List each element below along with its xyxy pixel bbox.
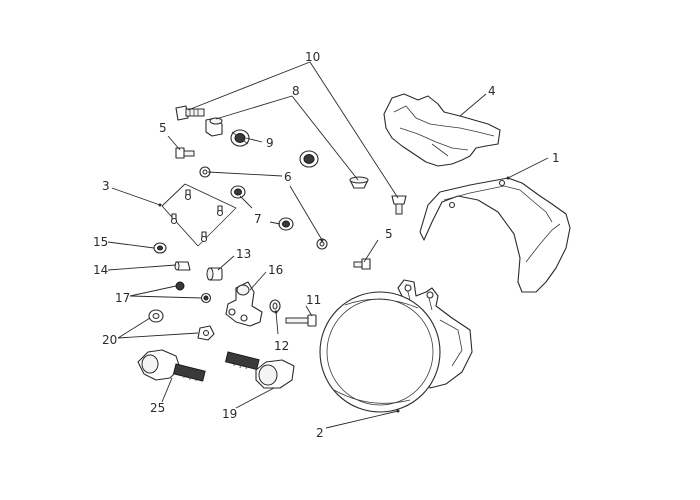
callout-2: 2 — [316, 426, 324, 440]
callout-13: 13 — [236, 247, 251, 261]
callout-25: 25 — [150, 401, 165, 415]
nut-17a — [175, 281, 185, 291]
pin-14 — [174, 261, 191, 271]
callout-19: 19 — [222, 407, 237, 421]
screw-5a — [175, 147, 195, 159]
bushing-13 — [206, 267, 223, 281]
callout-14: 14 — [93, 263, 108, 277]
turn-signal-25 — [137, 349, 206, 382]
washer-6b — [316, 238, 328, 250]
callout-7: 7 — [254, 212, 262, 226]
kit-pin — [216, 205, 224, 217]
callout-4: 4 — [488, 84, 496, 98]
callout-15: 15 — [93, 235, 108, 249]
callout-17: 17 — [115, 291, 130, 305]
callout-20: 20 — [102, 333, 117, 347]
visor-cover — [419, 177, 571, 293]
nut-20a — [148, 309, 164, 323]
screw-10 — [391, 195, 407, 215]
callout-6: 6 — [284, 170, 292, 184]
callout-3: 3 — [102, 179, 110, 193]
upper-bracket — [383, 93, 501, 167]
callout-10: 10 — [305, 50, 320, 64]
callout-1: 1 — [552, 151, 560, 165]
nut-17b — [200, 292, 212, 304]
grommet-9b — [299, 150, 319, 168]
leader-dots — [158, 176, 510, 413]
callout-11: 11 — [306, 293, 321, 307]
fastener-kit-3 — [161, 183, 237, 247]
callout-5-lower: 5 — [385, 227, 393, 241]
grommet-9a — [230, 129, 250, 147]
nut-15 — [153, 242, 167, 254]
spacer-8 — [205, 117, 223, 137]
screw-5b — [353, 258, 371, 270]
kit-pin — [200, 231, 208, 243]
callout-16: 16 — [268, 263, 283, 277]
bolt-10 — [175, 105, 205, 121]
callout-8: 8 — [292, 84, 300, 98]
grommet-7b — [278, 217, 294, 231]
mount-bracket-16 — [225, 281, 263, 327]
callout-9: 9 — [266, 136, 274, 150]
callout-labels: 1 2 3 4 5 5 6 7 8 9 10 11 12 13 14 15 16… — [93, 50, 560, 440]
headlight-assembly — [319, 279, 473, 413]
bolt-11 — [285, 314, 317, 327]
callout-12: 12 — [274, 339, 289, 353]
callout-5-upper: 5 — [159, 121, 167, 135]
washer-12 — [269, 299, 281, 313]
kit-pin — [184, 189, 192, 201]
countersunk-screw-8 — [349, 176, 369, 189]
leader-lines — [107, 61, 549, 429]
turn-signal-19 — [224, 351, 295, 389]
kit-pin — [170, 213, 178, 225]
nut-20b — [197, 325, 215, 341]
grommet-7a — [230, 185, 246, 199]
